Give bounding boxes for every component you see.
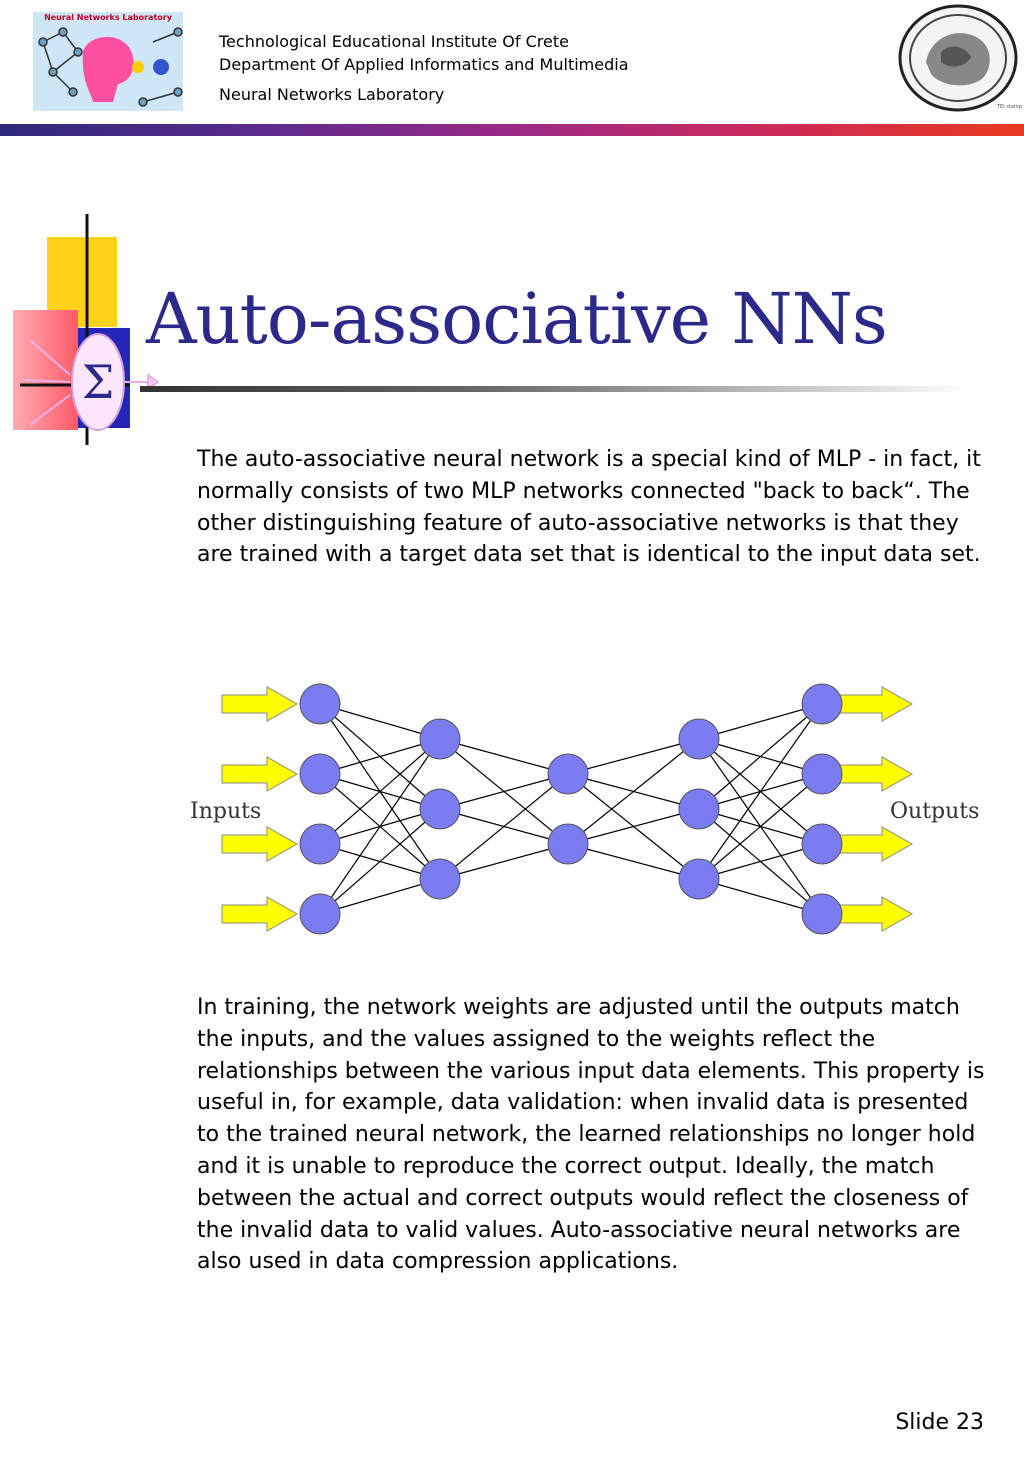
sigma-neuron-decoration-icon: Σ [13,214,160,445]
connection-line [319,703,441,740]
neuron-node [678,858,720,900]
inputs-label: Inputs [190,799,261,824]
autoassociative-network-diagram: Inputs Outputs [190,683,979,935]
connection-line [319,738,441,845]
connection-line [698,878,823,915]
neuron-node [419,858,461,900]
slide-number: Slide 23 [895,1410,984,1435]
institute-name: Technological Educational Institute Of C… [219,32,569,51]
signal-arrow-icon [221,826,299,862]
lab-logo-text: Neural Networks Laboratory [44,13,172,22]
lab-name: Neural Networks Laboratory [219,85,445,104]
neuron-node [299,893,341,935]
connection-line [567,738,700,775]
connection-line [439,843,569,880]
connection-line [698,703,823,810]
connection-line [567,808,700,845]
neuron-node [547,753,589,795]
header-gradient-bar [0,124,1024,136]
signal-arrow-icon [836,756,914,792]
intro-paragraph: The auto-associative neural network is a… [197,447,981,568]
department-name: Department Of Applied Informatics and Mu… [219,55,629,74]
connection-line [319,738,441,775]
network-edges [319,703,823,915]
title-underline [140,386,970,392]
connection-line [319,878,441,915]
neuron-node [299,823,341,865]
outputs-label: Outputs [890,799,979,824]
neuron-node [801,753,843,795]
sigma-symbol: Σ [82,355,115,409]
training-paragraph: In training, the network weights are adj… [197,995,985,1275]
connection-line [439,773,569,880]
network-nodes [299,683,843,935]
connection-line [319,738,441,915]
neuron-node [419,788,461,830]
lab-logo: Neural Networks Laboratory [33,12,183,111]
neuron-node [678,718,720,760]
neuron-node [801,823,843,865]
signal-arrow-icon [221,896,299,932]
signal-arrow-icon [836,896,914,932]
signal-arrow-icon [221,686,299,722]
connection-line [567,843,700,880]
slide-title: Auto-associative NNs [146,278,888,360]
neuron-node [801,683,843,725]
neuron-node [299,683,341,725]
neuron-node [547,823,589,865]
neuron-node [299,753,341,795]
connection-line [698,773,823,880]
neuron-node [678,788,720,830]
signal-arrow-icon [836,826,914,862]
signal-arrow-icon [836,686,914,722]
connection-line [319,808,441,915]
connection-line [439,773,569,810]
io-arrows [221,686,914,932]
institute-seal-icon [898,4,1018,112]
signal-arrow-icon [221,756,299,792]
neuron-node [801,893,843,935]
connection-line [698,843,823,880]
seal-caption: TEI stamp [997,104,1022,110]
network-brain-logo-icon [38,27,183,107]
connection-line [698,703,823,740]
connection-line [567,738,700,845]
neuron-node [419,718,461,760]
connection-line [698,703,823,880]
connection-line [439,738,569,775]
